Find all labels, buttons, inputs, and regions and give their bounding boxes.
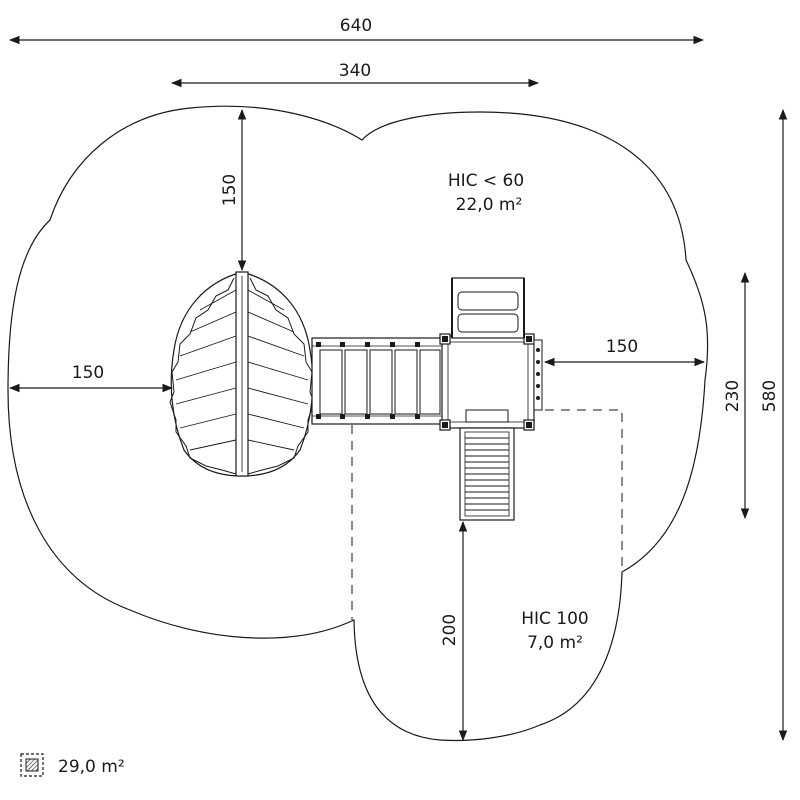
label-right-clearance: 150 <box>606 337 638 357</box>
legend: 29,0 m² <box>20 753 125 777</box>
label-structure-width: 340 <box>339 61 371 81</box>
label-total-width: 640 <box>340 16 372 36</box>
label-left-clearance: 150 <box>72 363 104 383</box>
area-hatch-icon <box>20 753 44 777</box>
zone-divider <box>351 409 623 620</box>
label-slide-clearance: 200 <box>440 614 460 646</box>
tower-panel <box>451 277 525 339</box>
label-total-depth: 580 <box>760 380 780 412</box>
safety-zone-outline <box>7 105 709 742</box>
bridge <box>311 337 445 425</box>
leaf-roof <box>169 271 315 477</box>
zone-slide-area: 7,0 m² <box>527 633 583 653</box>
zone-slide-hic: HIC 100 <box>521 609 589 629</box>
legend-total-area: 29,0 m² <box>58 757 125 777</box>
label-structure-depth: 230 <box>723 380 743 412</box>
label-top-clearance: 150 <box>220 174 240 206</box>
slide <box>459 427 515 521</box>
zone-main-area: 22,0 m² <box>456 195 523 215</box>
tower <box>439 333 543 431</box>
zone-main-hic: HIC < 60 <box>448 171 524 191</box>
